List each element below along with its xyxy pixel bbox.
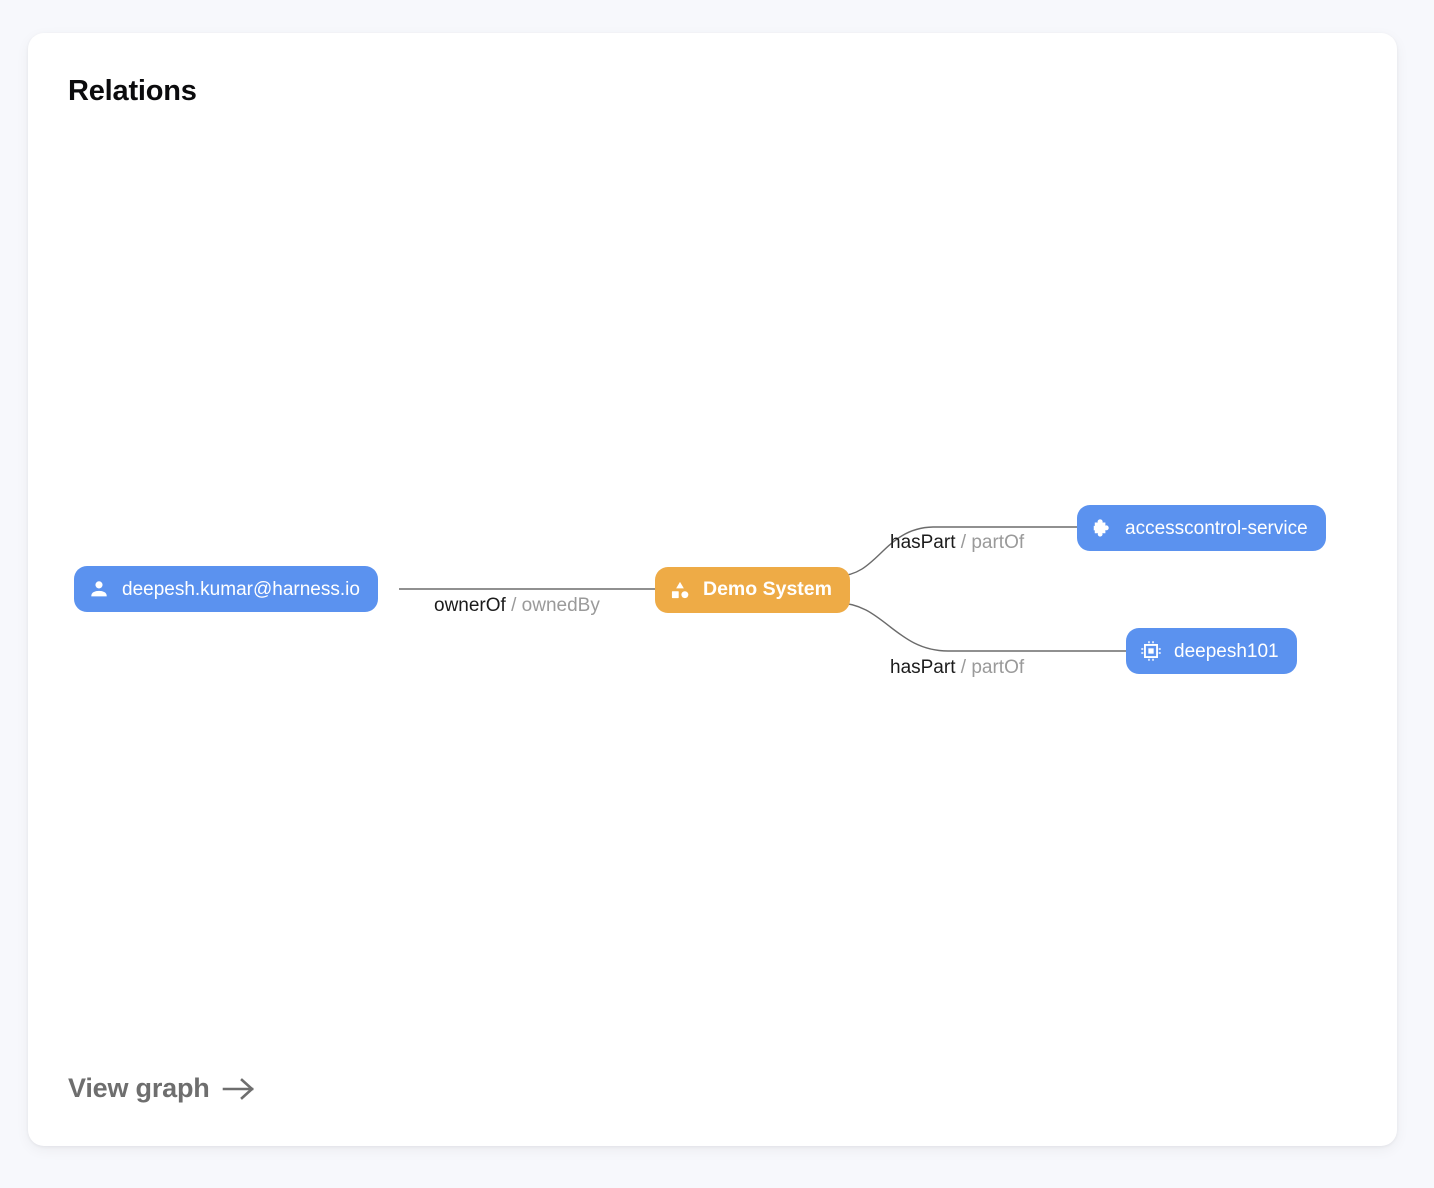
edge-haspart-deepesh101 xyxy=(837,602,1126,652)
relations-card: Relations deepesh.kumar@harness.io xyxy=(28,33,1397,1146)
chip-icon xyxy=(1140,640,1162,662)
edge-label-separator: / xyxy=(511,595,517,616)
page-title: Relations xyxy=(68,75,197,107)
relations-graph-canvas[interactable]: deepesh.kumar@harness.io Demo System xyxy=(28,33,1397,1146)
edge-label-reverse: partOf xyxy=(971,532,1025,553)
graph-node-system[interactable]: Demo System xyxy=(655,567,850,613)
edge-label-separator: / xyxy=(960,532,967,553)
graph-edges xyxy=(399,526,1126,652)
puzzle-piece-icon xyxy=(1091,517,1113,539)
view-graph-label: View graph xyxy=(68,1073,210,1103)
edge-label-separator: / xyxy=(960,657,967,678)
arrow-right-icon xyxy=(222,1075,256,1103)
edge-label-haspart-accesscontrol: hasPart / partOf xyxy=(890,533,1024,552)
graph-node-label: deepesh.kumar@harness.io xyxy=(122,578,360,600)
edge-haspart-accesscontrol xyxy=(837,526,1077,577)
graph-node-deepesh101[interactable]: deepesh101 xyxy=(1126,628,1297,674)
edge-label-reverse: partOf xyxy=(971,657,1025,678)
edge-label-forward: hasPart xyxy=(890,657,956,678)
graph-node-user[interactable]: deepesh.kumar@harness.io xyxy=(74,566,378,612)
category-icon xyxy=(669,579,691,601)
edge-label-forward: hasPart xyxy=(890,532,956,553)
graph-node-label: deepesh101 xyxy=(1174,640,1279,662)
graph-node-accesscontrol-service[interactable]: accesscontrol-service xyxy=(1077,505,1326,551)
view-graph-link[interactable]: View graph xyxy=(68,1073,256,1104)
edge-label-haspart-deepesh101: hasPart / partOf xyxy=(890,658,1024,677)
edge-label-ownerof: ownerOf / ownedBy xyxy=(434,596,600,615)
edge-label-forward: ownerOf xyxy=(434,595,506,616)
person-icon xyxy=(88,578,110,600)
edge-label-reverse: ownedBy xyxy=(521,595,600,616)
graph-node-label: Demo System xyxy=(703,578,832,601)
graph-node-label: accesscontrol-service xyxy=(1125,517,1308,539)
